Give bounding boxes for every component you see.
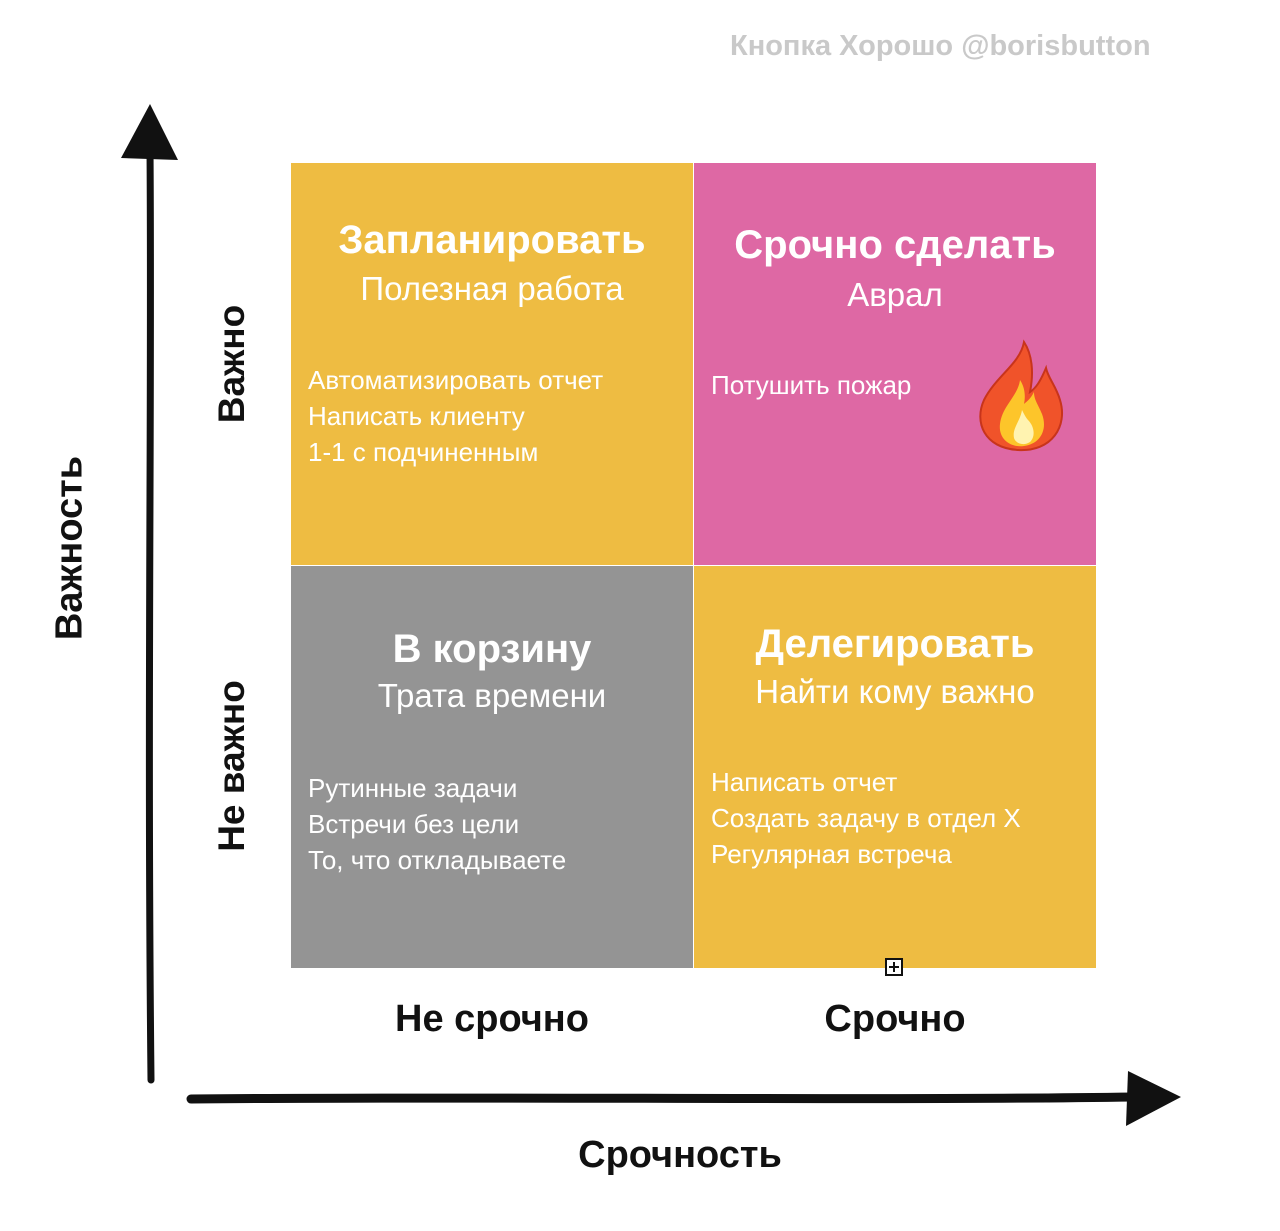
x-axis-label: Срочность (578, 1134, 782, 1176)
list-item: Автоматизировать отчет (308, 365, 604, 395)
row-label-important: Важно (211, 304, 252, 424)
list-item: Встречи без цели (308, 809, 520, 839)
y-axis-label: Важность (48, 455, 91, 641)
quadrant-trash: В корзину Трата времени Рутинные задачи … (291, 566, 693, 968)
quadrant-schedule: Запланировать Полезная работа Автоматизи… (291, 163, 693, 565)
quadrant-subtitle: Аврал (847, 276, 943, 313)
quadrant-title: Запланировать (338, 218, 646, 262)
x-axis-arrowhead (1126, 1071, 1181, 1126)
list-item: 1-1 с подчиненным (308, 437, 539, 467)
column-label-not-urgent: Не срочно (395, 998, 589, 1040)
quadrant-title: Делегировать (755, 622, 1035, 666)
list-item: Рутинные задачи (308, 773, 518, 803)
list-item: Регулярная встреча (711, 839, 952, 869)
quadrant-items: Написать отчет Создать задачу в отдел X … (711, 764, 1021, 872)
list-item: Написать отчет (711, 767, 898, 797)
author-credit: Кнопка Хорошо @borisbutton (730, 30, 1151, 62)
quadrant-do-urgently: Срочно сделать Аврал Потушить пожар (694, 163, 1096, 565)
x-axis-line (186, 1092, 1140, 1104)
quadrant-title: Срочно сделать (734, 223, 1056, 267)
quadrant-subtitle: Найти кому важно (755, 673, 1035, 710)
column-label-urgent: Срочно (824, 998, 966, 1040)
quadrant-delegate: Делегировать Найти кому важно Написать о… (694, 566, 1096, 968)
y-axis-arrowhead (121, 104, 178, 160)
quadrant-subtitle: Полезная работа (360, 270, 624, 307)
quadrant-title: В корзину (392, 627, 592, 671)
quadrant-items: Автоматизировать отчет Написать клиенту … (308, 362, 603, 470)
quadrant-items: Потушить пожар (711, 367, 911, 403)
add-element-icon[interactable] (885, 958, 903, 976)
quadrant-items: Рутинные задачи Встречи без цели То, что… (308, 770, 566, 878)
fire-icon (979, 339, 1063, 452)
row-label-not-important: Не важно (211, 680, 252, 852)
list-item: То, что откладываете (308, 845, 567, 875)
list-item: Создать задачу в отдел X (711, 803, 1021, 833)
list-item: Потушить пожар (711, 370, 912, 400)
quadrant-subtitle: Трата времени (377, 677, 607, 714)
y-axis-line (145, 146, 155, 1084)
list-item: Написать клиенту (308, 401, 525, 431)
